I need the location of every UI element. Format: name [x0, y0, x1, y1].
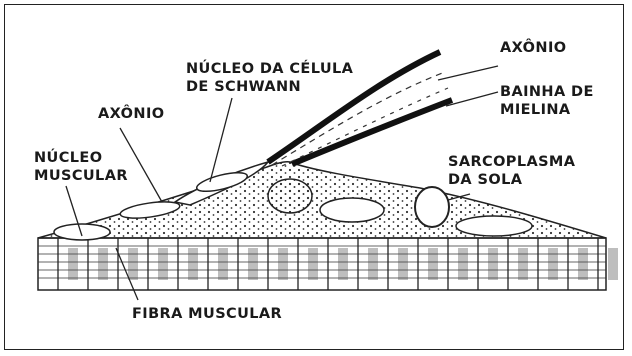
label-myelin-2: MIELINA	[500, 102, 571, 118]
label-sarcoplasm-2: DA SOLA	[448, 172, 523, 188]
dark-band	[248, 248, 258, 280]
dark-band	[338, 248, 348, 280]
dark-band	[98, 248, 108, 280]
muscle-fiber	[38, 238, 618, 290]
dark-band	[548, 248, 558, 280]
muscle-nucleus	[54, 224, 110, 240]
dark-band	[578, 248, 588, 280]
dark-band	[428, 248, 438, 280]
label-myelin-1: BAINHA DE	[500, 84, 594, 100]
label-axon-left: AXÔNIO	[98, 104, 164, 122]
muscle-nucleus	[415, 187, 449, 227]
dark-band	[278, 248, 288, 280]
dark-band	[308, 248, 318, 280]
dark-band	[488, 248, 498, 280]
dark-band	[68, 248, 78, 280]
label-schwann-nucleus-1: NÚCLEO DA CÉLULA	[186, 59, 354, 77]
label-axon-top: AXÔNIO	[500, 38, 566, 56]
dark-band	[158, 248, 168, 280]
dark-band	[608, 248, 618, 280]
dark-band	[128, 248, 138, 280]
label-muscle-nucleus-1: NÚCLEO	[34, 148, 102, 166]
dark-band	[218, 248, 228, 280]
dark-band	[518, 248, 528, 280]
axon-terminal	[268, 179, 312, 213]
dark-band	[368, 248, 378, 280]
muscle-nucleus	[320, 198, 384, 222]
label-schwann-nucleus-2: DE SCHWANN	[186, 79, 301, 95]
label-sarcoplasm-1: SARCOPLASMA	[448, 154, 576, 170]
label-muscle-fiber: FIBRA MUSCULAR	[132, 306, 282, 322]
dark-band	[188, 248, 198, 280]
label-muscle-nucleus-2: MUSCULAR	[34, 168, 128, 184]
dark-band	[398, 248, 408, 280]
muscle-nucleus	[456, 216, 532, 236]
dark-band	[458, 248, 468, 280]
